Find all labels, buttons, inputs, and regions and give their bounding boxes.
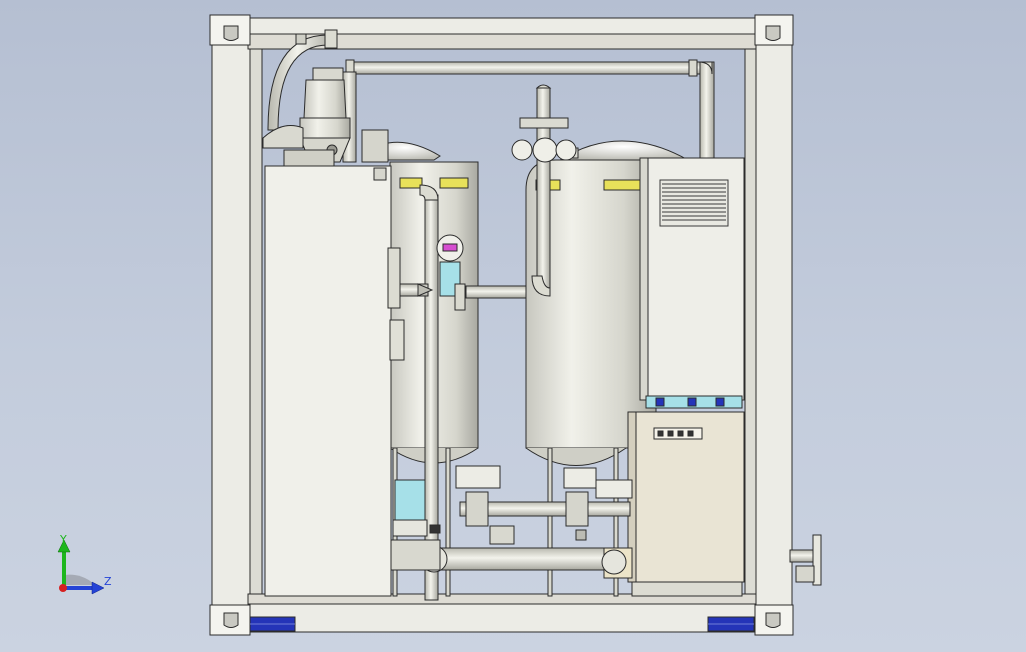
y-axis-label: Y [60,533,67,546]
z-axis-label: Z [104,575,112,588]
right-adsorption-tank [511,84,690,597]
cabinet-louvres [659,179,729,227]
lower-manifold [389,465,633,579]
front-left-panel [262,125,405,597]
x-axis-origin [59,584,67,592]
container-frame [209,14,794,636]
control-box [627,411,745,597]
top-pipe-run [267,29,715,163]
left-adsorption-tank [369,141,541,601]
outlet-flange [789,534,822,586]
electrical-cabinet [639,157,745,409]
coordinate-triad [57,539,105,595]
inlet-valve-body [299,67,351,163]
